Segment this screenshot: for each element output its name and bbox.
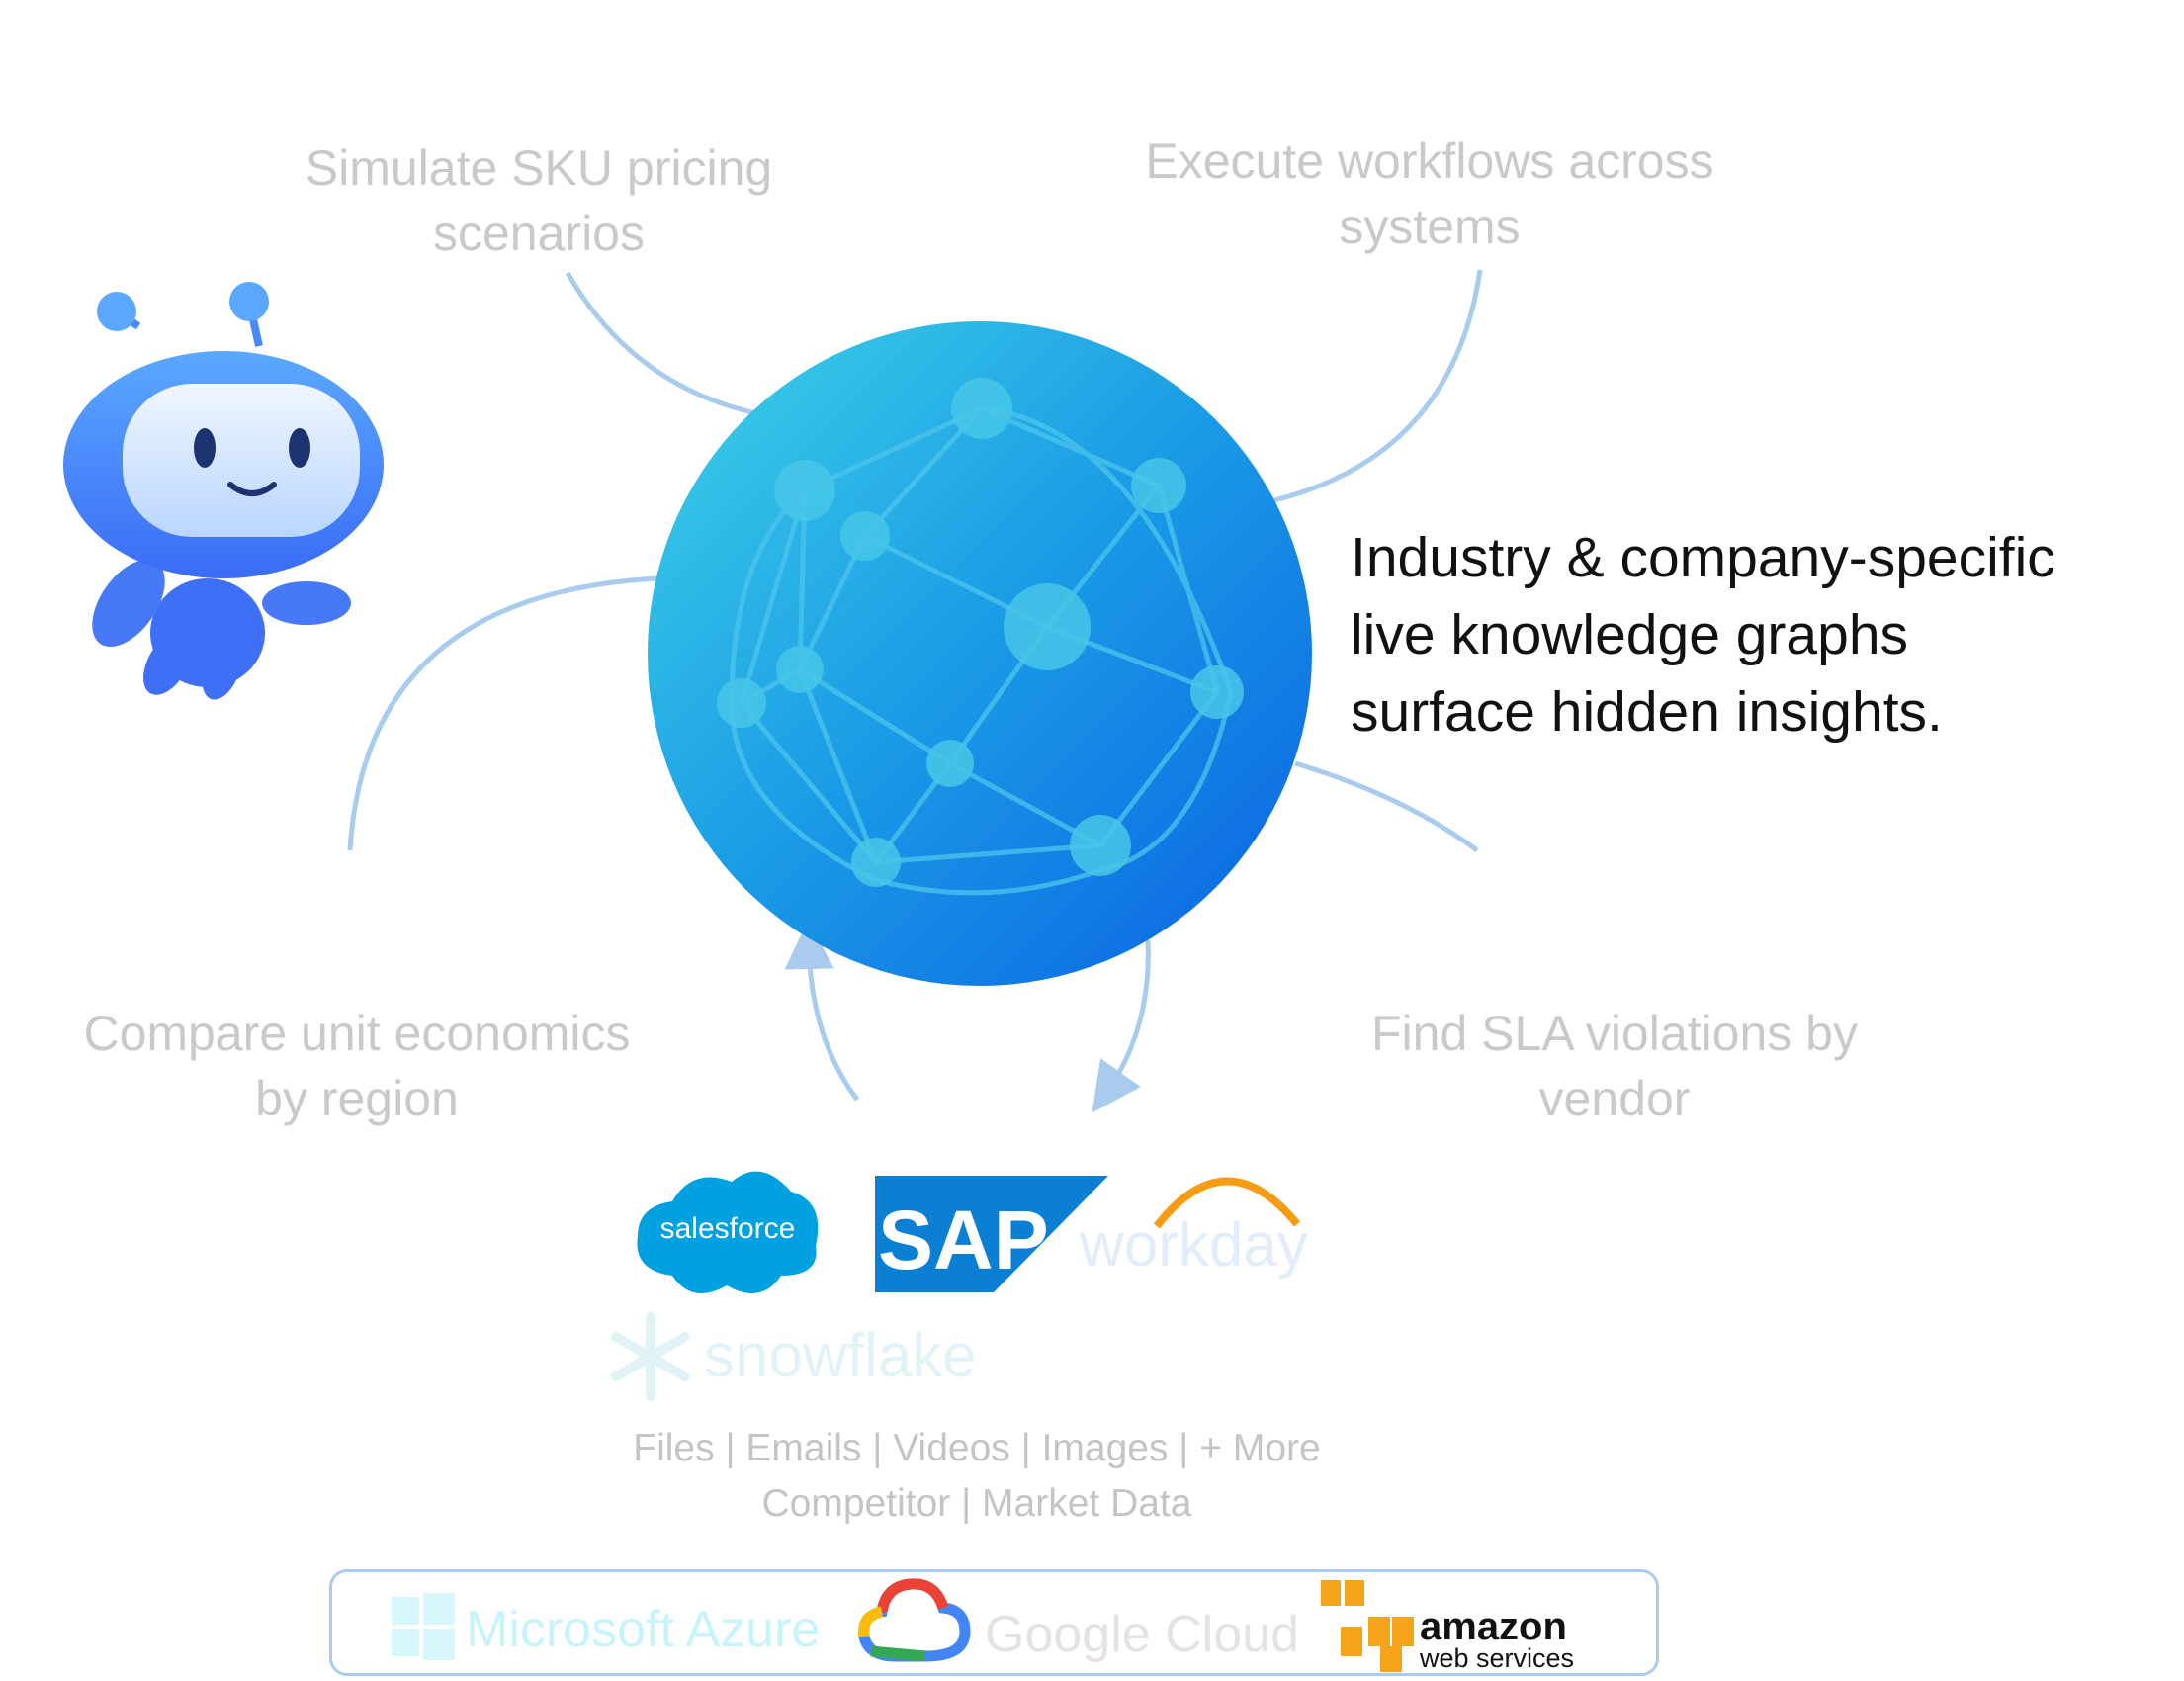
snowflake-logo: snowflake xyxy=(611,1312,977,1401)
salesforce-logo: salesforce xyxy=(637,1171,819,1293)
svg-text:Google Cloud: Google Cloud xyxy=(985,1606,1299,1663)
caption-line: vendor xyxy=(1538,1071,1691,1126)
graph-nodes xyxy=(717,378,1244,887)
caption-line: by region xyxy=(255,1071,459,1126)
caption-bottom-right: Find SLA violations by vendor xyxy=(1318,1001,1911,1131)
arrow-up-to-globe xyxy=(784,920,859,1102)
svg-text:Microsoft Azure: Microsoft Azure xyxy=(466,1601,820,1658)
caption-line: Execute workflows across xyxy=(1145,133,1714,189)
caption-bottom-left: Compare unit economics by region xyxy=(60,1001,654,1131)
aws-logo: amazon web services xyxy=(1321,1580,1574,1673)
cloud-logos: Microsoft Azure Google Cloud amazon web … xyxy=(392,1578,1574,1673)
knowledge-graph-globe xyxy=(648,321,1312,986)
cloud-providers-box: Microsoft Azure Google Cloud amazon web … xyxy=(329,1569,1659,1676)
headline-line: live knowledge graphs xyxy=(1351,603,1909,666)
caption-top-right: Execute workflows across systems xyxy=(1133,129,1726,259)
caption-line: systems xyxy=(1339,199,1521,254)
svg-text:amazon: amazon xyxy=(1420,1605,1567,1648)
connector-bottom-left xyxy=(347,575,659,851)
svg-text:workday: workday xyxy=(1079,1211,1308,1280)
caption-line: Find SLA violations by xyxy=(1371,1006,1858,1061)
svg-text:snowflake: snowflake xyxy=(704,1322,977,1390)
svg-text:salesforce: salesforce xyxy=(660,1212,796,1245)
svg-text:SAP: SAP xyxy=(878,1194,1049,1286)
connector-bottom-right xyxy=(1294,760,1479,853)
caption-line: Compare unit economics xyxy=(83,1006,631,1061)
caption-line: scenarios xyxy=(433,206,645,261)
headline-line: surface hidden insights. xyxy=(1351,680,1943,744)
workday-logo: workday xyxy=(1079,1177,1308,1280)
google-cloud-logo: Google Cloud xyxy=(858,1578,1299,1663)
sources-line-1: Files | Emails | Videos | Images | + Mor… xyxy=(633,1427,1321,1469)
azure-logo: Microsoft Azure xyxy=(392,1593,820,1660)
connector-top-right xyxy=(1273,269,1483,503)
headline: Industry & company-specific live knowled… xyxy=(1351,519,2055,751)
caption-line: Simulate SKU pricing xyxy=(305,140,773,196)
headline-line: Industry & company-specific xyxy=(1351,526,2055,589)
svg-text:web services: web services xyxy=(1419,1643,1574,1673)
robot-mascot xyxy=(63,282,384,700)
sources-line-2: Competitor | Market Data xyxy=(761,1482,1192,1525)
arrow-down-from-globe xyxy=(1092,939,1151,1113)
caption-top-left: Simulate SKU pricing scenarios xyxy=(292,135,786,266)
sap-logo: SAP xyxy=(875,1176,1108,1292)
connector-top-left xyxy=(565,271,757,416)
